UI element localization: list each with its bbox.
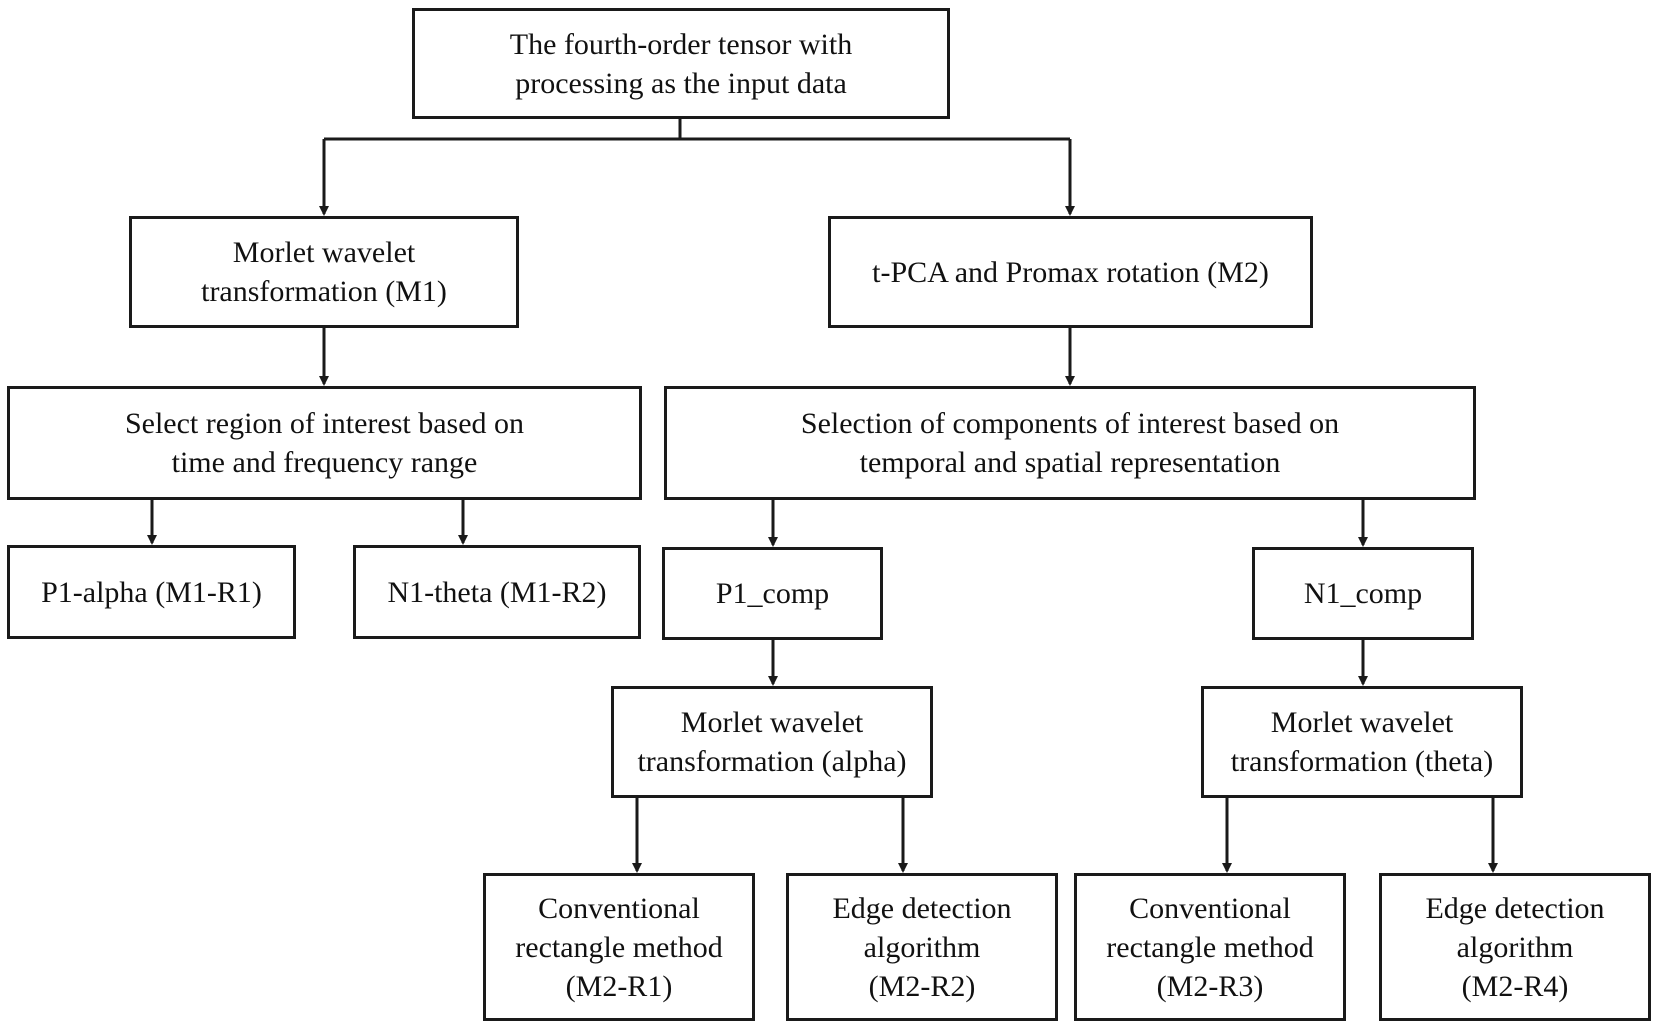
node-text-line: rectangle method (515, 930, 723, 964)
node-text-line: transformation (M1) (201, 275, 447, 308)
node-text-line: (M2-R1) (565, 969, 673, 1003)
node-text-line: (M2-R3) (1156, 969, 1264, 1003)
node-text-line: N1-theta (M1-R2) (387, 575, 607, 609)
node-text-line: (M2-R4) (1461, 969, 1569, 1003)
node-text-line: Morlet wavelet (680, 706, 864, 739)
n1-theta-m1r2-box: N1-theta (M1-R2) (353, 545, 641, 639)
node-text: N1-theta (M1-R2) (387, 573, 606, 612)
p1-comp-box: P1_comp (662, 547, 883, 640)
node-text: Conventional rectangle method (M2-R1) (515, 889, 722, 1006)
node-text-line: Conventional (1129, 891, 1291, 925)
node-text-line: Selection of components of interest base… (800, 407, 1340, 440)
node-text-line: Conventional (538, 891, 700, 925)
node-text-line: P1-alpha (M1-R1) (41, 575, 262, 609)
morlet-alpha-box: Morlet wavelet transformation (alpha) (611, 686, 933, 798)
input-data-box: The fourth-order tensor with processing a… (412, 8, 950, 119)
node-text-line: time and frequency range (171, 446, 478, 479)
node-text: N1_comp (1304, 574, 1422, 613)
node-text: Selection of components of interest base… (801, 404, 1339, 482)
node-text: P1-alpha (M1-R1) (41, 573, 262, 612)
node-text: Morlet wavelet transformation (theta) (1231, 703, 1493, 781)
tpca-promax-m2-box: t-PCA and Promax rotation (M2) (828, 216, 1313, 328)
node-text-line: algorithm (1456, 930, 1574, 964)
edge-detection-m2r4-box: Edge detection algorithm (M2-R4) (1379, 873, 1651, 1021)
component-selection-box: Selection of components of interest base… (664, 386, 1476, 500)
node-text-line: Edge detection (1425, 891, 1605, 925)
node-text-line: t-PCA and Promax rotation (M2) (872, 255, 1269, 289)
node-text-line: The fourth-order tensor with (509, 27, 853, 61)
node-text-line: Morlet wavelet (1270, 706, 1454, 739)
node-text: Morlet wavelet transformation (alpha) (637, 703, 906, 781)
node-text-line: Edge detection (832, 891, 1012, 925)
node-text-line: temporal and spatial representation (859, 446, 1281, 479)
n1-comp-box: N1_comp (1252, 547, 1474, 640)
node-text-line: Select region of interest based on (124, 407, 525, 440)
node-text-line: (M2-R2) (868, 969, 976, 1003)
roi-selection-box: Select region of interest based on time a… (7, 386, 642, 500)
node-text-line: processing as the input data (515, 66, 847, 100)
node-text-line: algorithm (863, 930, 981, 964)
edge-detection-m2r2-box: Edge detection algorithm (M2-R2) (786, 873, 1058, 1021)
conventional-rectangle-m2r1-box: Conventional rectangle method (M2-R1) (483, 873, 755, 1021)
node-text-line: transformation (theta) (1230, 745, 1494, 778)
node-text: t-PCA and Promax rotation (M2) (872, 253, 1269, 292)
node-text-line: N1_comp (1303, 577, 1423, 610)
node-text: Edge detection algorithm (M2-R2) (832, 889, 1011, 1006)
node-text: The fourth-order tensor with processing a… (510, 25, 852, 103)
conventional-rectangle-m2r3-box: Conventional rectangle method (M2-R3) (1074, 873, 1346, 1021)
morlet-theta-box: Morlet wavelet transformation (theta) (1201, 686, 1523, 798)
node-text-line: rectangle method (1106, 930, 1314, 964)
node-text: P1_comp (716, 574, 829, 613)
node-text-line: P1_comp (715, 577, 830, 610)
node-text: Conventional rectangle method (M2-R3) (1106, 889, 1313, 1006)
p1-alpha-m1r1-box: P1-alpha (M1-R1) (7, 545, 296, 639)
node-text-line: Morlet wavelet (232, 236, 416, 269)
node-text: Select region of interest based on time a… (125, 404, 524, 482)
morlet-m1-box: Morlet wavelet transformation (M1) (129, 216, 519, 328)
node-text-line: transformation (alpha) (637, 745, 907, 778)
node-text: Morlet wavelet transformation (M1) (201, 233, 447, 311)
node-text: Edge detection algorithm (M2-R4) (1425, 889, 1604, 1006)
